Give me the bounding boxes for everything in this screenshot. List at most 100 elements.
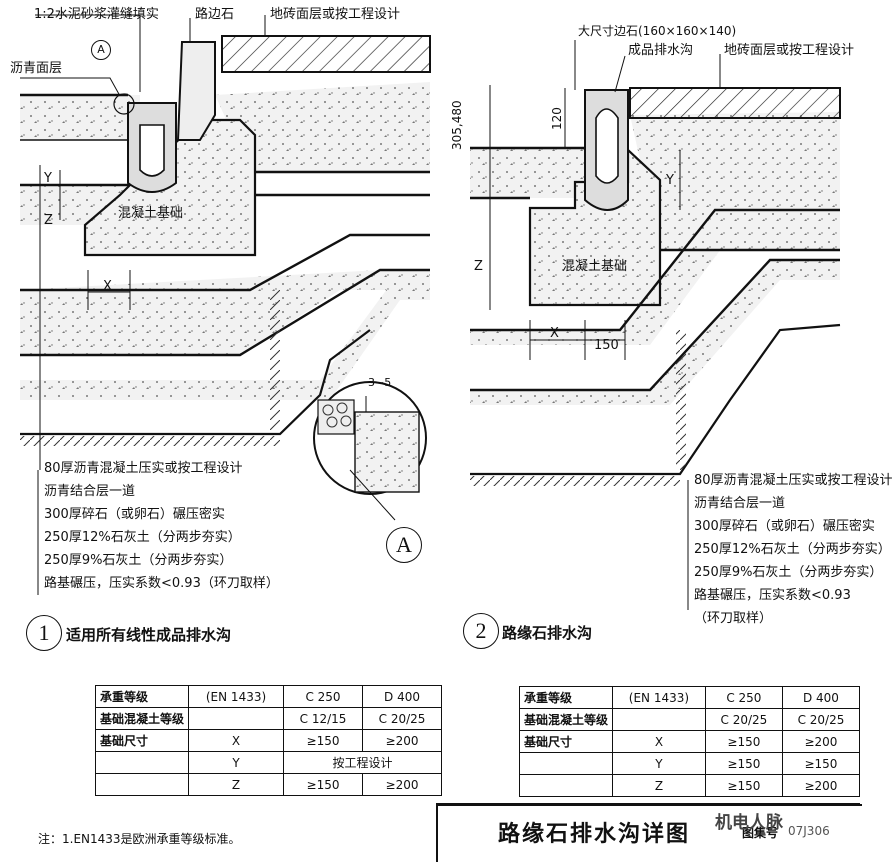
left-caption-number: 1 [26,615,62,651]
atlas-number-label: 图集号 [742,826,779,840]
drawing-title: 路缘石排水沟详图 [498,822,691,847]
left-brick-pavers [221,35,431,73]
table-cell: 基础混凝土等级 [518,708,614,731]
table-cell [518,774,614,797]
table-cell: Z [612,774,706,797]
right-channel-label: 成品排水沟 [628,43,694,58]
right-layer-2: 沥青结合层一道 [694,496,786,511]
table-cell: ≥200 [362,773,443,796]
table-cell: ≥150 [704,774,783,797]
right-layer-6-note: （环刀取样） [694,611,773,626]
left-layer-list: 80厚沥青混凝土压实或按工程设计 沥青结合层一道 300厚碎石（或卵石）碾压密实… [44,460,279,593]
table-cell: 基础尺寸 [94,729,190,752]
table-cell: C 20/25 [704,708,783,731]
right-brick-label: 地砖面层或按工程设计 [724,43,855,58]
table-cell: ≥150 [704,730,783,753]
left-asphalt-band [20,95,140,140]
right-brick-pavers [629,87,841,119]
right-layer-6: 路基碾压，压实系数<0.93 [694,588,851,603]
right-layer-4: 250厚12%石灰土（分两步夯实） [694,542,891,557]
left-subgrade-hatch [20,436,280,446]
footnote: 注：1.EN1433是欧洲承重等级标准。 [38,832,241,846]
right-layer-5: 250厚9%石灰土（分两步夯实） [694,565,883,580]
right-y-label: Y [666,173,674,188]
table-cell: ≥200 [362,729,443,752]
left-layer-4: 250厚12%石灰土（分两步夯实） [44,530,241,545]
left-layer-2: 沥青结合层一道 [44,484,136,499]
title-block: 路缘石排水沟详图 图集号 07J306 [436,804,862,862]
table-cell: 按工程设计 [283,751,443,774]
drawing-sheet: 1:2水泥砂浆灌缝填实 路边石 地砖面层或按工程设计 沥青面层 A 混凝土基础 … [10,7,893,862]
left-layer-5: 250厚9%石灰土（分两步夯实） [44,553,233,568]
section-drawings [20,14,860,805]
table-cell [94,751,190,774]
table-cell: ≥150 [283,729,364,752]
left-curb-label: 路边石 [195,7,235,22]
table-cell: X [188,729,285,752]
left-layer-6: 路基碾压，压实系数<0.93（环刀取样） [44,576,279,591]
table-cell: X [612,730,706,753]
table-cell [188,707,285,730]
table-cell [612,708,706,731]
table-cell: C 250 [704,686,783,709]
right-section [470,40,841,610]
right-150-label: 150 [594,338,619,353]
right-z-label: Z [474,259,483,274]
left-x-label: X [103,279,112,294]
table-cell: D 400 [781,686,861,709]
table-cell: 承重等级 [94,685,190,708]
table-row: Y≥150≥150 [518,752,861,775]
table-cell: (EN 1433) [612,686,706,709]
left-layer-3: 300厚碎石（或卵石）碾压密实 [44,507,225,522]
table-cell: ≥200 [781,730,861,753]
right-drain-bore [595,108,619,184]
table-row: Z≥150≥200 [94,773,443,796]
table-cell: 基础尺寸 [518,730,614,753]
table-cell: ≥150 [781,752,861,775]
right-concrete-label: 混凝土基础 [562,259,628,274]
left-y-label: Y [44,171,52,186]
left-asphalt-label: 沥青面层 [10,61,63,76]
left-drain-bore [139,124,165,177]
table-cell: ≥200 [781,774,861,797]
right-layer-1: 80厚沥青混凝土压实或按工程设计 [694,473,893,488]
left-lime-soil-1 [20,270,430,355]
table-cell: C 20/25 [362,707,443,730]
left-mortar-label: 1:2水泥砂浆灌缝填实 [34,7,159,22]
table-cell: D 400 [362,685,443,708]
left-z-label: Z [44,213,53,228]
left-brick-label: 地砖面层或按工程设计 [270,7,401,22]
left-concrete-label: 混凝土基础 [118,206,184,221]
table-cell: 承重等级 [518,686,614,709]
right-curb-label: 大尺寸边石(160×160×140) [578,24,737,38]
table-cell: ≥150 [704,752,783,775]
left-curb-stone [176,41,216,141]
table-cell: C 20/25 [781,708,861,731]
table-cell: C 12/15 [283,707,364,730]
left-right-pavement [215,82,430,172]
right-asphalt-band [470,148,590,198]
right-caption-number: 2 [463,613,499,649]
table-cell [94,773,190,796]
right-layer-3: 300厚碎石（或卵石）碾压密实 [694,519,875,534]
watermark: 机电人脉 [715,813,783,833]
table-row: Z≥150≥200 [518,774,861,797]
left-gap-label: 3~5 [368,376,392,389]
atlas-number: 07J306 [788,824,830,838]
right-lime-soil-2 [470,260,840,405]
left-section [20,14,431,595]
right-layer-list: 80厚沥青混凝土压实或按工程设计 沥青结合层一道 300厚碎石（或卵石）碾压密实… [694,472,893,628]
table-cell: Y [188,751,285,774]
table-cell: (EN 1433) [188,685,285,708]
right-subgrade-hatch [470,476,680,486]
right-dim-305-480: 305,480 [450,100,464,150]
table-cell: C 250 [283,685,364,708]
